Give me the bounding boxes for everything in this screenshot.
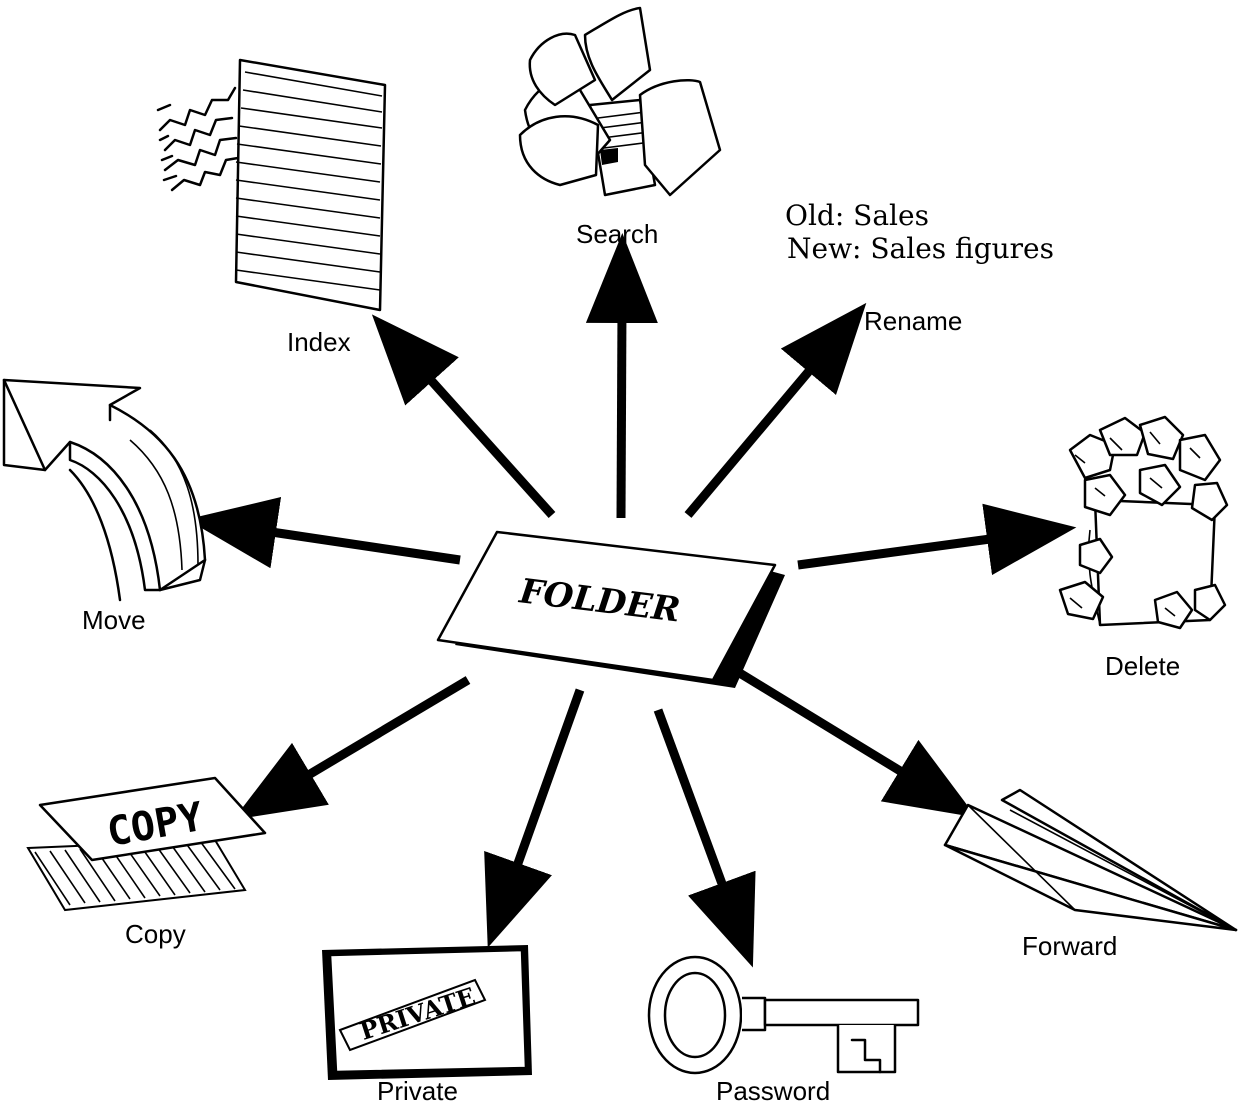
forward-label: Forward <box>1022 931 1117 961</box>
arrow-forward <box>735 668 977 818</box>
private-label: Private <box>377 1076 458 1105</box>
delete-label: Delete <box>1105 651 1180 681</box>
arrows <box>186 233 1077 968</box>
arrow-search <box>585 233 658 519</box>
folder-card: FOLDER <box>436 530 785 688</box>
move-icon <box>2 378 207 602</box>
copy-icon: COPY <box>26 776 267 912</box>
search-icon <box>518 6 722 197</box>
rename-old-text: Old: Sales <box>785 199 929 232</box>
copy-label: Copy <box>125 919 186 949</box>
search-label: Search <box>576 219 658 249</box>
arrow-copy <box>233 676 471 820</box>
arrow-rename <box>684 302 867 518</box>
rename-label: Rename <box>864 306 962 336</box>
move-label: Move <box>82 605 146 635</box>
private-icon: PRIVATE <box>322 945 532 1080</box>
arrow-move <box>186 497 461 569</box>
index-icon <box>156 58 387 312</box>
arrow-delete <box>797 503 1077 576</box>
key-icon <box>647 955 920 1075</box>
index-label: Index <box>287 327 351 357</box>
delete-icon <box>1058 415 1229 630</box>
arrow-index <box>371 314 556 519</box>
rename-new-text: New: Sales figures <box>787 232 1054 265</box>
password-label: Password <box>716 1076 830 1105</box>
arrow-private <box>484 688 585 948</box>
paper-airplane-icon <box>943 788 1238 932</box>
arrow-password <box>653 708 756 968</box>
